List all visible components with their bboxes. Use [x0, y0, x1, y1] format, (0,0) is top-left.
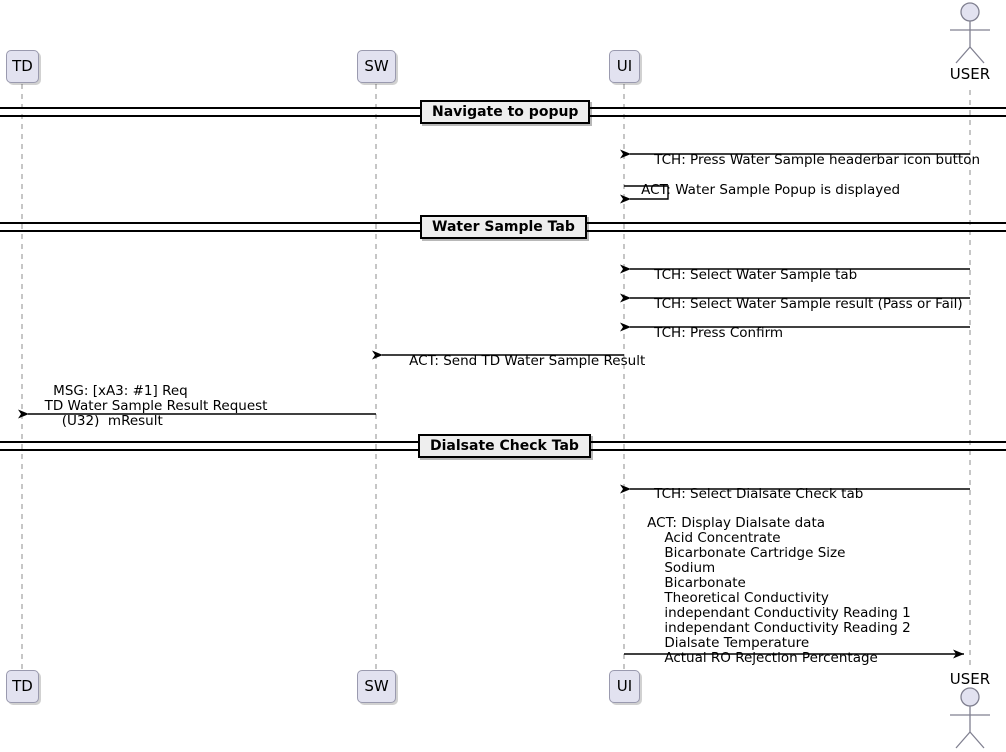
divider-dialsate-check-tab: Dialsate Check Tab	[418, 434, 591, 458]
divider-label-text-2: Water Sample Tab	[432, 219, 575, 235]
message-label-select-dialsate-check-tab: TCH: Select Dialsate Check tab	[637, 472, 863, 517]
participant-box-sw-bottom[interactable]: SW	[357, 670, 396, 703]
participant-label-ui-bottom: UI	[616, 677, 633, 695]
participant-box-td-top[interactable]: TD	[6, 50, 39, 83]
actor-user-bottom	[950, 687, 990, 749]
participant-label-user-top: USER	[920, 65, 1006, 83]
participant-box-ui-top[interactable]: UI	[609, 50, 640, 83]
divider-navigate-to-popup: Navigate to popup	[420, 100, 591, 124]
message-text-m3: TCH: Select Water Sample tab	[654, 267, 858, 283]
participant-box-td-bottom[interactable]: TD	[6, 670, 39, 703]
participant-label-td-top: TD	[12, 57, 33, 75]
message-text-m4: TCH: Select Water Sample result (Pass or…	[654, 296, 963, 312]
actor-user-top	[950, 2, 990, 64]
participant-box-sw-top[interactable]: SW	[357, 50, 396, 83]
divider-label-text-1: Navigate to popup	[432, 104, 579, 120]
message-text-m8: TCH: Select Dialsate Check tab	[654, 486, 864, 502]
message-label-select-water-sample-result: TCH: Select Water Sample result (Pass or…	[637, 282, 963, 327]
message-text-m6: ACT: Send TD Water Sample Result	[409, 353, 646, 369]
message-label-td-water-sample-result-request: MSG: [xA3: #1] Req TD Water Sample Resul…	[36, 369, 268, 444]
message-label-press-confirm: TCH: Press Confirm	[637, 311, 783, 356]
participant-label-sw-top: SW	[364, 57, 389, 75]
message-text-m2: ACT: Water Sample Popup is displayed	[641, 182, 901, 198]
actor-user-top-text: USER	[949, 65, 991, 83]
participant-box-ui-bottom[interactable]: UI	[609, 670, 640, 703]
participant-label-ui-top: UI	[616, 57, 633, 75]
divider-water-sample-tab: Water Sample Tab	[420, 215, 587, 239]
message-label-water-sample-popup-displayed: ACT: Water Sample Popup is displayed	[624, 168, 900, 213]
message-label-send-td-water-sample-result: ACT: Send TD Water Sample Result	[392, 339, 645, 384]
participant-label-user-bottom: USER	[920, 670, 1006, 688]
message-text-m9: ACT: Display Dialsate data Acid Concentr…	[647, 515, 911, 666]
message-label-press-water-sample-icon: TCH: Press Water Sample headerbar icon b…	[637, 138, 980, 183]
divider-label-text-3: Dialsate Check Tab	[430, 438, 579, 454]
message-text-m7: MSG: [xA3: #1] Req TD Water Sample Resul…	[44, 383, 268, 429]
message-text-m5: TCH: Press Confirm	[654, 325, 784, 341]
message-label-display-dialsate-data: ACT: Display Dialsate data Acid Concentr…	[630, 501, 911, 681]
participant-label-sw-bottom: SW	[364, 677, 389, 695]
message-text-m1: TCH: Press Water Sample headerbar icon b…	[654, 152, 981, 168]
participant-label-td-bottom: TD	[12, 677, 33, 695]
message-label-select-water-sample-tab: TCH: Select Water Sample tab	[637, 253, 857, 298]
actor-user-bottom-text: USER	[949, 670, 991, 688]
